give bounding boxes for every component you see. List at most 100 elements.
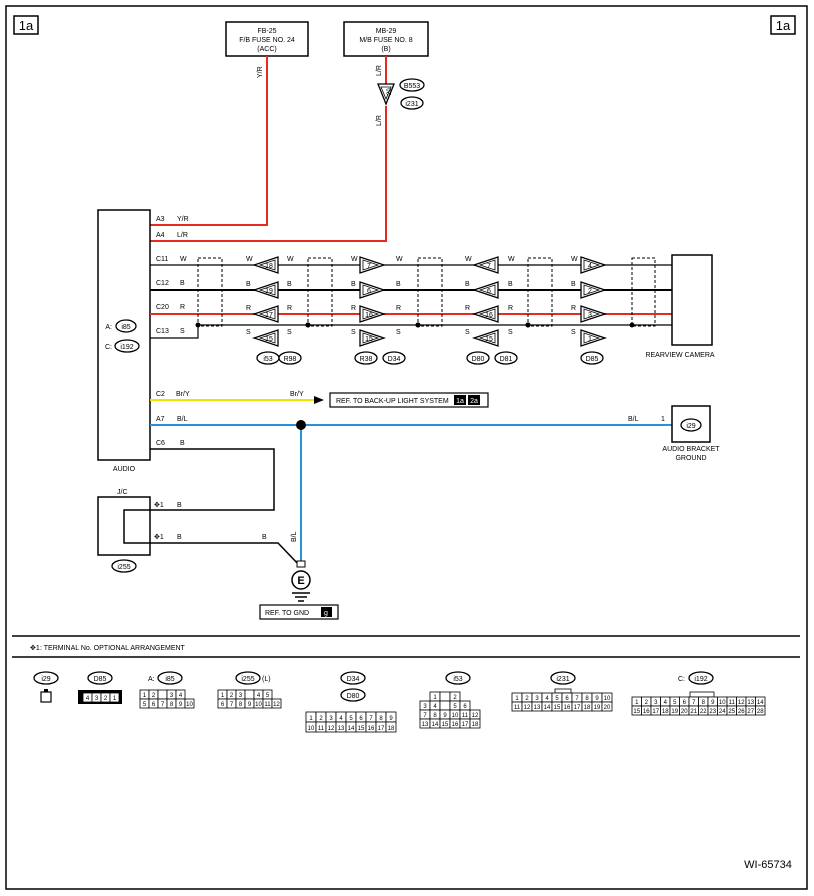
cv-d34-bottom-cell-label: 13 <box>338 726 345 732</box>
diagram-frame <box>5 5 808 890</box>
cv-d34-bottom-cell-label: 16 <box>368 726 375 732</box>
cv-i255-bottom-cell <box>271 698 282 709</box>
cv-i53-r3-cell-label: 11 <box>462 713 469 719</box>
gnd-ref-badge <box>321 607 332 617</box>
wire-color-label: B <box>571 281 576 288</box>
arrow-backup <box>314 396 324 404</box>
connector-pin-triangle <box>580 329 608 347</box>
gnd-ref-badge-text: g <box>324 610 328 617</box>
audio-conn-c-id: i192 <box>120 344 133 351</box>
connector-ref-oval <box>466 351 490 365</box>
backup-badge-1-text: 1a <box>456 398 464 405</box>
cv-i85-top-cell-label: 3 <box>170 693 174 699</box>
gnd-ref-box <box>259 604 339 620</box>
cv-i85-oval <box>157 671 183 685</box>
audio-label: AUDIO <box>113 466 136 473</box>
cv-i85-top-cell-label: 1 <box>143 693 147 699</box>
inline-connector-inner <box>380 86 392 101</box>
cv-i192-bottom-cell-label: 21 <box>690 709 697 715</box>
shield-splice-dot <box>195 322 201 328</box>
cv-i192-bottom-cell-label: 16 <box>643 709 650 715</box>
cv-i192-top-cell-label: 14 <box>757 700 764 706</box>
connector-ref-id: D85 <box>586 356 599 363</box>
cv-d85-cell-label: 4 <box>86 696 90 702</box>
cv-d34-top-cell-label: 5 <box>349 716 353 722</box>
pin-c11: C11 <box>156 256 168 263</box>
cv-i255-suffix: (L) <box>262 676 271 683</box>
rearview-camera-label: REARVIEW CAMERA <box>645 352 714 359</box>
connector-ref-oval <box>580 351 604 365</box>
connector-pin-number: 15 <box>265 336 273 343</box>
pin-c12: C12 <box>156 280 169 287</box>
pin-c11-color: W <box>180 256 187 263</box>
cv-i231-oval <box>550 671 576 685</box>
connector-pin-triangle <box>471 256 499 274</box>
ref-i231: i231 <box>405 101 418 108</box>
fuse-mb29-line1: MB-29 <box>376 28 397 35</box>
gnd-ref-text: REF. TO GND <box>265 610 309 617</box>
cv-i53-r3-cell-label: 12 <box>472 713 479 719</box>
cv-i192-top-cell-label: 7 <box>692 700 696 706</box>
fuse-box-fb25 <box>225 21 309 57</box>
connector-pin-inner <box>478 259 496 271</box>
wire-color-label: R <box>287 305 292 312</box>
wire-label-b-l-right: B/L <box>628 416 639 423</box>
connector-pin-inner <box>258 259 276 271</box>
cv-i231-bottom-cell-label: 11 <box>514 705 521 711</box>
connector-pin-number: 17 <box>265 312 273 319</box>
cv-i192-top-cell-label: 6 <box>683 700 687 706</box>
cv-i255-bottom-cell-label: 11 <box>264 702 271 708</box>
fuse-fb25-line3: (ACC) <box>257 46 276 53</box>
fuse-box-mb29 <box>343 21 429 57</box>
connector-pin-inner <box>478 332 496 344</box>
cv-i255-oval-id: i255 <box>241 676 254 683</box>
shield-splice-dot <box>305 322 311 328</box>
cv-i192-top-cell-label: 13 <box>747 700 754 706</box>
wire-color-label: S <box>465 329 470 336</box>
audio-pin-labels: A3 Y/R A4 L/R C11 W C12 B C20 R C13 S C2… <box>156 216 190 447</box>
wire-color-label: R <box>465 305 470 312</box>
pin-c2-color: Br/Y <box>176 391 190 398</box>
shield-dashed-box <box>197 257 223 327</box>
ref-i231-oval <box>400 96 424 110</box>
audio-conn-a-id: i85 <box>121 324 130 331</box>
pin-c6-color: B <box>180 440 185 447</box>
shield-dashed-box <box>307 257 333 327</box>
cv-i231-top-cell-label: 2 <box>525 696 529 702</box>
cv-d85-cell-label: 1 <box>113 696 117 702</box>
connector-ref-id: R98 <box>284 356 297 363</box>
wire-color-label: S <box>396 329 401 336</box>
shield-dashed-box <box>527 257 553 327</box>
cv-i255-top-cell-label: 2 <box>230 693 234 699</box>
bracket-label-1: AUDIO BRACKET <box>662 446 720 453</box>
cv-i192-bottom-cell-label: 19 <box>671 709 678 715</box>
cv-d34-top-cell-label: 2 <box>319 716 323 722</box>
cv-i231-top-cell-label: 7 <box>575 696 579 702</box>
backup-ref-text: REF. TO BACK-UP LIGHT SYSTEM <box>336 398 449 405</box>
pin-c20: C20 <box>156 304 169 311</box>
pin-c20-color: R <box>180 304 185 311</box>
cv-d80-oval <box>340 688 366 702</box>
cv-i231-bottom-cell-label: 17 <box>574 705 581 711</box>
jc-label: J/C <box>117 489 128 496</box>
wire-color-label: W <box>465 256 472 263</box>
ref-b553-oval <box>399 78 425 92</box>
audio-conn-a-oval <box>115 319 137 333</box>
wire-color-label: W <box>351 256 358 263</box>
pin-a3-color: Y/R <box>177 216 189 223</box>
connector-ref-oval <box>494 351 518 365</box>
jc-pin-2-color: B <box>177 534 182 541</box>
cv-i53-r3-cell-label: 7 <box>423 713 427 719</box>
cv-d85-cell-label: 2 <box>104 696 108 702</box>
backup-badge-1 <box>454 395 466 405</box>
connector-pin-number: 2 <box>588 288 592 295</box>
connector-pin-number: 15 <box>365 336 373 343</box>
ground-e-icon: E <box>297 575 304 587</box>
backup-ref-box <box>329 392 489 408</box>
cv-i192-top-cell-label: 4 <box>664 700 668 706</box>
connector-pin-triangle <box>359 256 387 274</box>
cv-i192-top-cell-label: 3 <box>654 700 658 706</box>
note-text: : TERMINAL No. OPTIONAL ARRANGEMENT <box>40 645 186 652</box>
